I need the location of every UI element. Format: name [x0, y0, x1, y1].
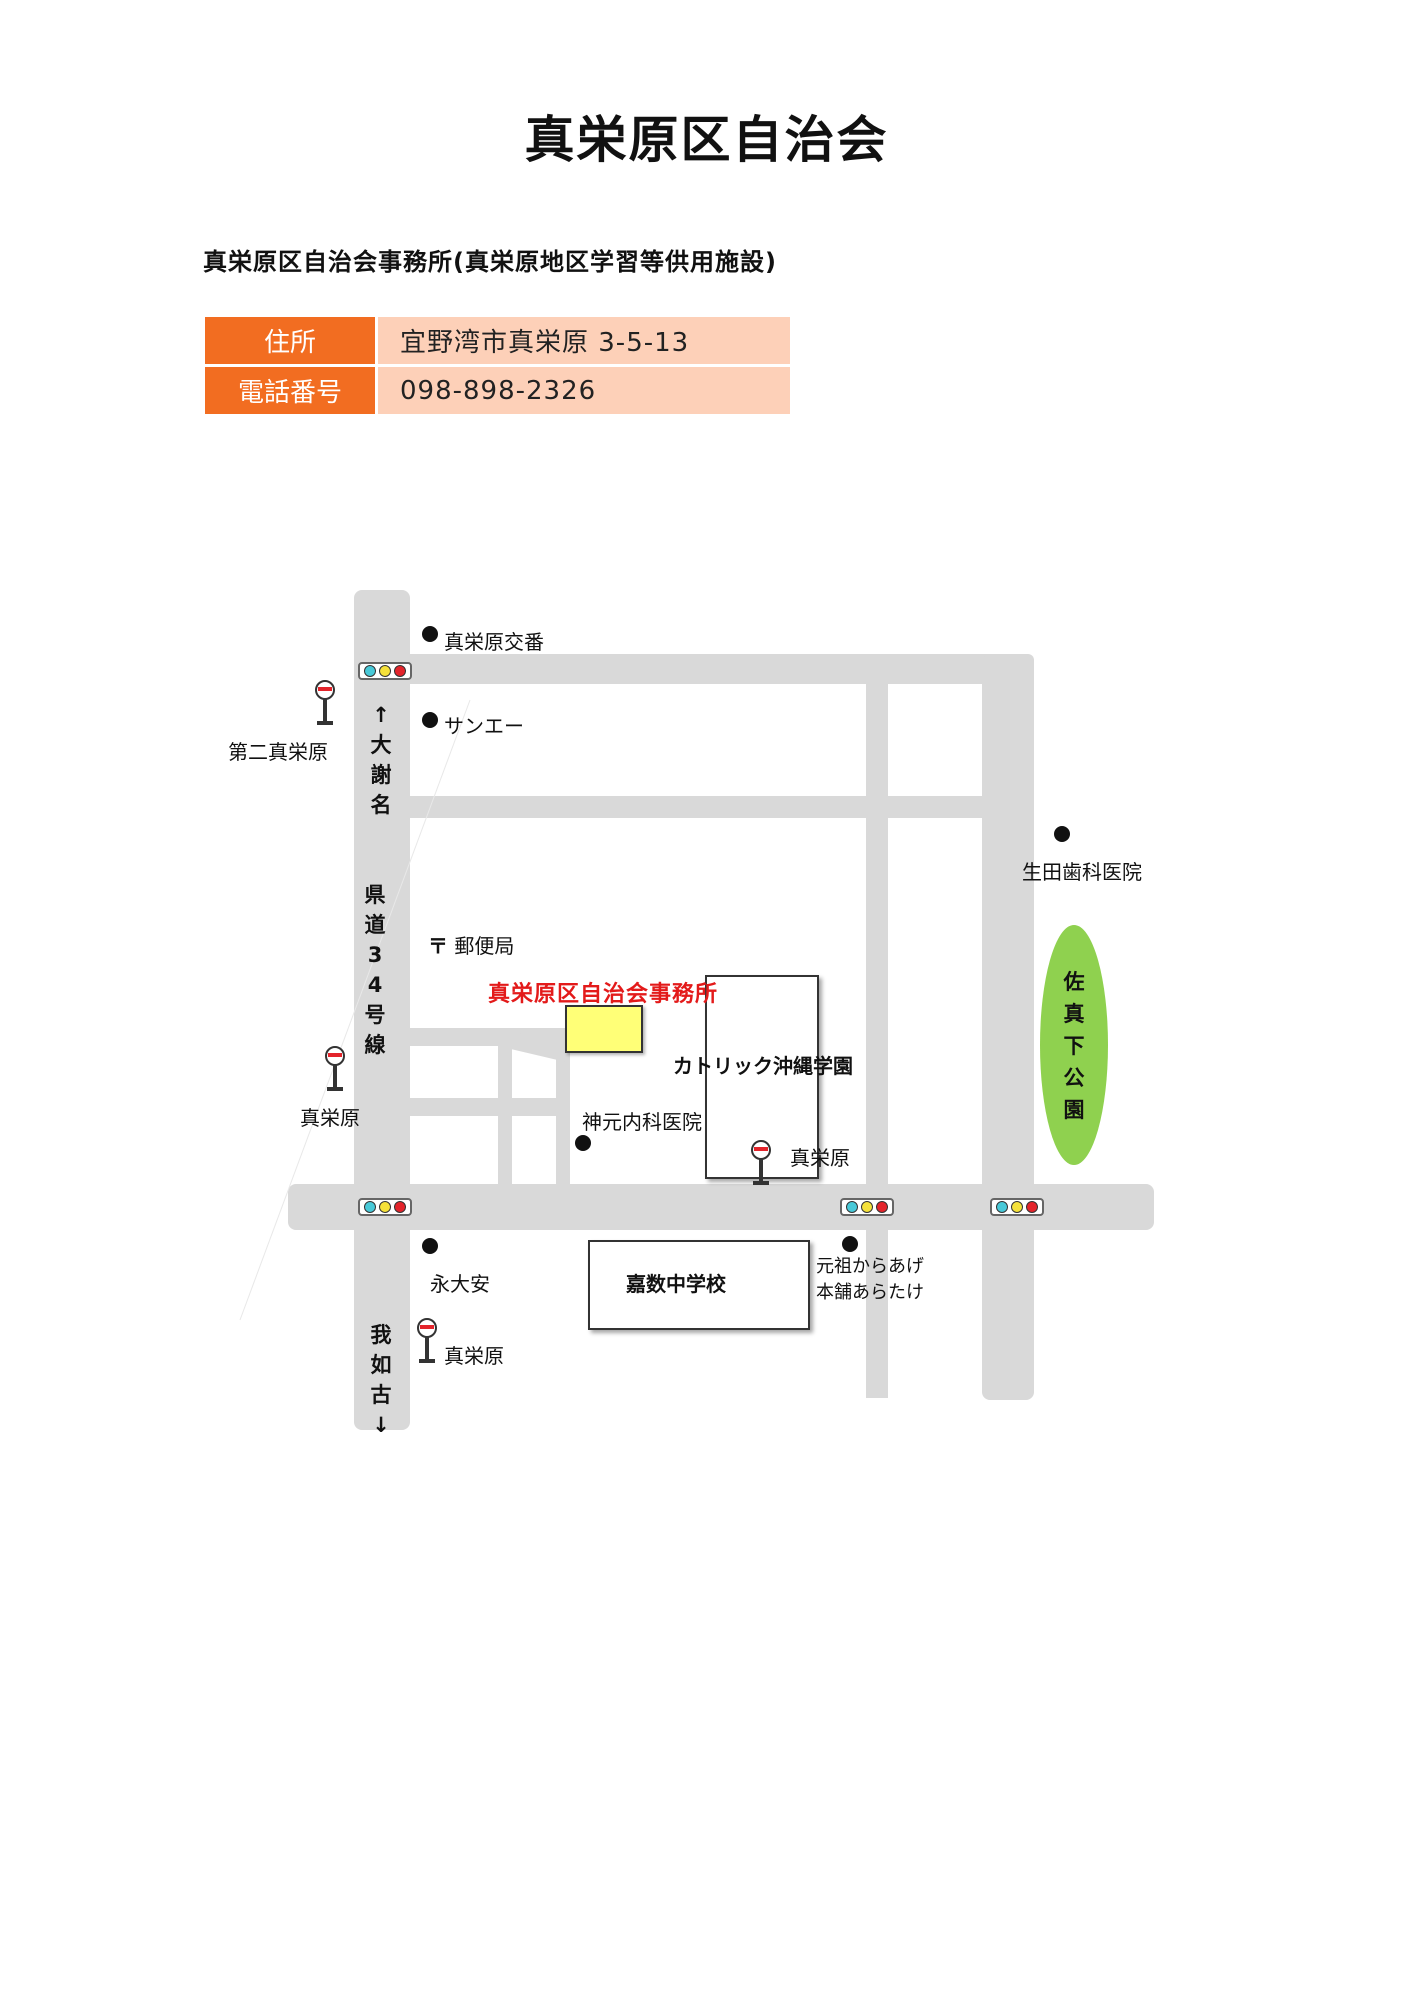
landmark-dot-icon	[422, 626, 438, 642]
label-office: 真栄原区自治会事務所	[488, 982, 719, 1007]
label-post-office: 〒 郵便局	[428, 930, 514, 959]
traffic-light-icon	[840, 1198, 894, 1216]
phone-label: 電話番号	[205, 367, 378, 414]
label-koban: 真栄原交番	[444, 630, 544, 654]
label-bus-stop-shineihara-west: 真栄原	[300, 1106, 360, 1130]
road-main-horizontal	[288, 1184, 1154, 1230]
label-to-ojana: ↑大謝名	[370, 703, 392, 817]
info-table: 住所 宜野湾市真栄原 3-5-13 電話番号 098-898-2326	[205, 314, 790, 417]
page-title: 真栄原区自治会	[524, 111, 889, 169]
label-catholic-school: カトリック沖縄学園	[673, 1054, 853, 1078]
label-park: 佐真下公園	[1063, 970, 1085, 1122]
road-second	[410, 796, 984, 818]
label-bus-stop-shineihara-south: 真栄原	[444, 1344, 504, 1368]
bus-stop-icon	[417, 1318, 437, 1363]
landmark-dot-icon	[1054, 826, 1070, 842]
road-right	[982, 654, 1034, 1400]
phone-value: 098-898-2326	[378, 367, 790, 414]
label-karaage-shop: 元祖からあげ 本舗あらたけ	[816, 1256, 924, 1303]
traffic-light-icon	[358, 1198, 412, 1216]
post-office-icon: 〒	[428, 934, 448, 958]
label-route-34: 県道34号線	[364, 883, 386, 1057]
post-office-text: 郵便局	[454, 934, 515, 958]
label-kazu-school: 嘉数中学校	[626, 1272, 726, 1296]
traffic-light-icon	[990, 1198, 1044, 1216]
office-building	[565, 1005, 643, 1053]
kazu-school-building	[588, 1240, 810, 1330]
landmark-dot-icon	[422, 712, 438, 728]
label-sanei: サンエー	[444, 714, 524, 738]
label-dainishineihara: 第二真栄原	[228, 740, 328, 764]
label-to-ginowan: 我如古↓	[370, 1323, 392, 1437]
label-kamimoto-clinic: 神元内科医院	[582, 1110, 702, 1134]
address-value: 宜野湾市真栄原 3-5-13	[378, 317, 790, 364]
bus-stop-icon	[751, 1140, 771, 1185]
road-small-diag	[410, 1028, 566, 1062]
label-eidaian: 永大安	[430, 1272, 490, 1296]
road-small-3	[498, 1036, 512, 1186]
road-small-2	[410, 1098, 566, 1116]
bus-stop-icon	[325, 1046, 345, 1091]
address-label: 住所	[205, 317, 378, 364]
park-area	[1040, 925, 1108, 1165]
landmark-dot-icon	[575, 1135, 591, 1151]
road-small-4	[556, 1052, 570, 1186]
phone-row: 電話番号 098-898-2326	[205, 367, 790, 414]
label-ikuta-dental: 生田歯科医院	[1022, 860, 1142, 884]
road-top	[354, 654, 1034, 684]
address-row: 住所 宜野湾市真栄原 3-5-13	[205, 317, 790, 364]
bus-stop-icon	[315, 680, 335, 725]
label-bus-stop-shineihara-east: 真栄原	[790, 1146, 850, 1170]
traffic-light-icon	[358, 662, 412, 680]
landmark-dot-icon	[422, 1238, 438, 1254]
office-subtitle: 真栄原区自治会事務所(真栄原地区学習等供用施設)	[203, 248, 777, 276]
landmark-dot-icon	[842, 1236, 858, 1252]
